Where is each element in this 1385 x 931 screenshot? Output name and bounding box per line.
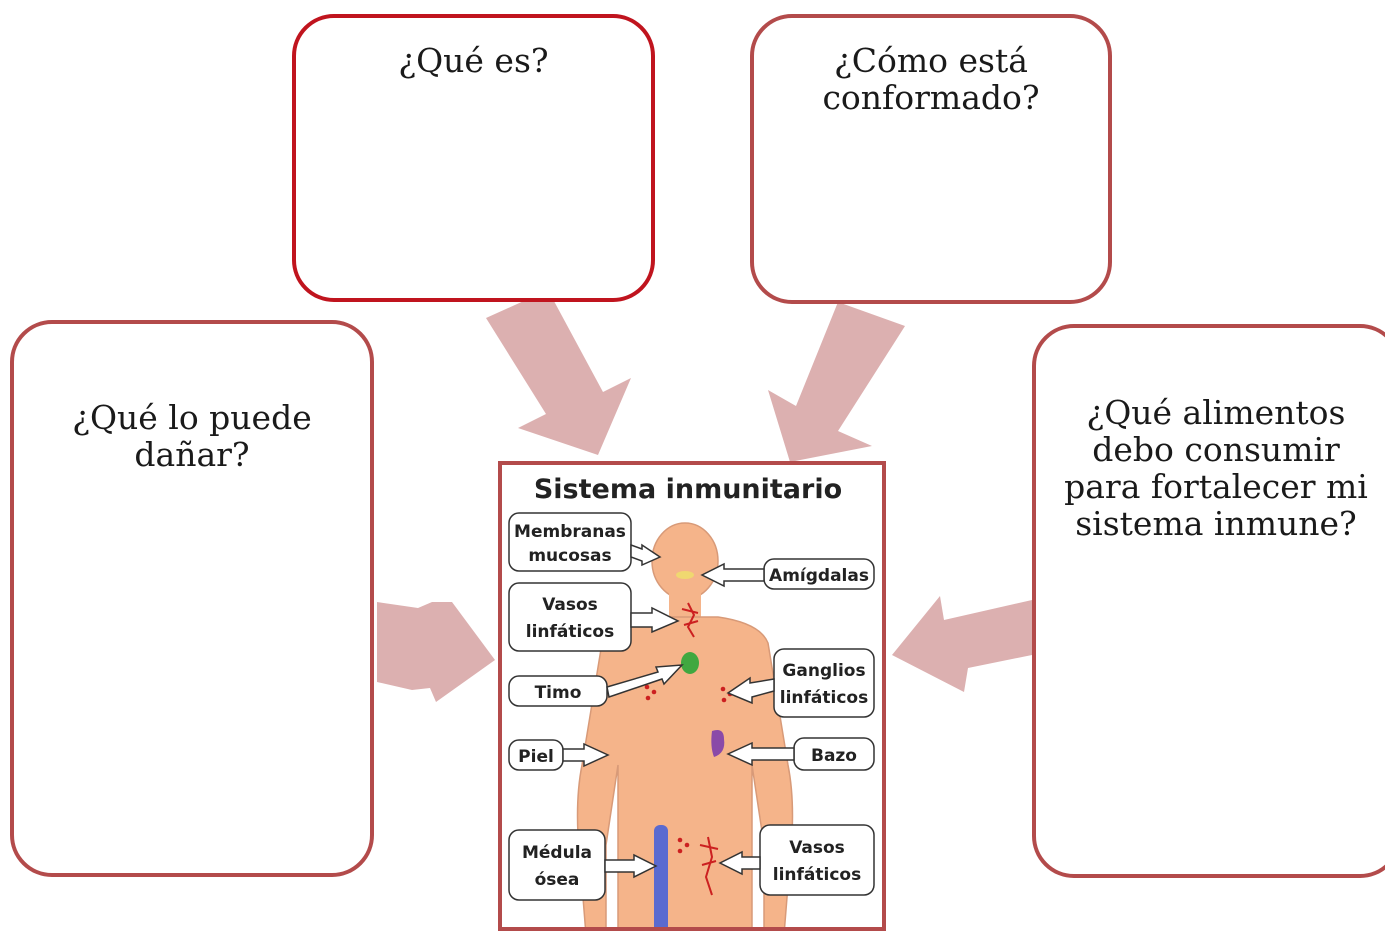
tonsils-mark	[676, 571, 694, 579]
lymph-vessels-leg	[699, 836, 719, 896]
pointer-arrows	[562, 543, 795, 879]
svg-text:Piel: Piel	[518, 747, 554, 767]
label-ganglios-linfaticos: Ganglios linfáticos	[773, 648, 875, 718]
lymph-nodes-mark	[644, 684, 733, 854]
svg-text:ósea: ósea	[535, 870, 580, 890]
label-vasos-linfaticos-bottom: Vasos linfáticos	[759, 824, 875, 896]
label-amigdalas: Amígdalas	[763, 558, 875, 590]
svg-text:mucosas: mucosas	[528, 546, 611, 566]
what-damages-question: ¿Qué lo puede dañar?	[72, 398, 312, 474]
svg-text:Membranas: Membranas	[514, 522, 626, 542]
figure-title: Sistema inmunitario	[534, 474, 842, 505]
svg-text:Ganglios: Ganglios	[782, 661, 865, 681]
svg-text:Bazo: Bazo	[811, 746, 857, 766]
svg-text:linfáticos: linfáticos	[780, 688, 868, 708]
label-bazo: Bazo	[793, 737, 875, 771]
what-foods-question: ¿Qué alimentos debo consumir para fortal…	[1064, 393, 1368, 543]
arrow-from-what-is	[486, 290, 631, 455]
arrow-from-how-formed	[768, 302, 905, 462]
what-damages-box: ¿Qué lo puede dañar?	[10, 320, 374, 877]
svg-text:Vasos: Vasos	[542, 595, 598, 615]
what-foods-box: ¿Qué alimentos debo consumir para fortal…	[1032, 324, 1385, 878]
arrow-from-what-damages	[377, 602, 495, 702]
immune-system-illustration: Sistema inmunitario Membranas	[508, 474, 875, 927]
svg-text:Timo: Timo	[535, 683, 582, 703]
how-formed-question: ¿Cómo está conformado?	[822, 41, 1040, 117]
arrow-from-what-foods	[892, 596, 1032, 692]
lymph-vessels-neck	[681, 602, 699, 638]
svg-text:Médula: Médula	[522, 843, 592, 863]
svg-text:Vasos: Vasos	[789, 838, 845, 858]
what-is-box: ¿Qué es?	[292, 14, 655, 302]
label-vasos-linfaticos-top: Vasos linfáticos	[508, 582, 632, 652]
svg-text:linfáticos: linfáticos	[773, 865, 861, 885]
how-formed-box: ¿Cómo está conformado?	[750, 14, 1112, 304]
thymus-mark	[681, 652, 699, 674]
svg-text:Amígdalas: Amígdalas	[769, 566, 869, 586]
svg-text:linfáticos: linfáticos	[526, 622, 614, 642]
bone-marrow-mark	[654, 825, 668, 927]
label-timo: Timo	[508, 675, 608, 707]
label-medula-osea: Médula ósea	[508, 829, 606, 901]
spleen-mark	[711, 730, 725, 757]
immune-system-figure: Sistema inmunitario Membranas	[498, 461, 886, 931]
what-is-question: ¿Qué es?	[398, 41, 549, 80]
label-piel: Piel	[508, 739, 564, 771]
label-membranas-mucosas: Membranas mucosas	[508, 512, 632, 572]
